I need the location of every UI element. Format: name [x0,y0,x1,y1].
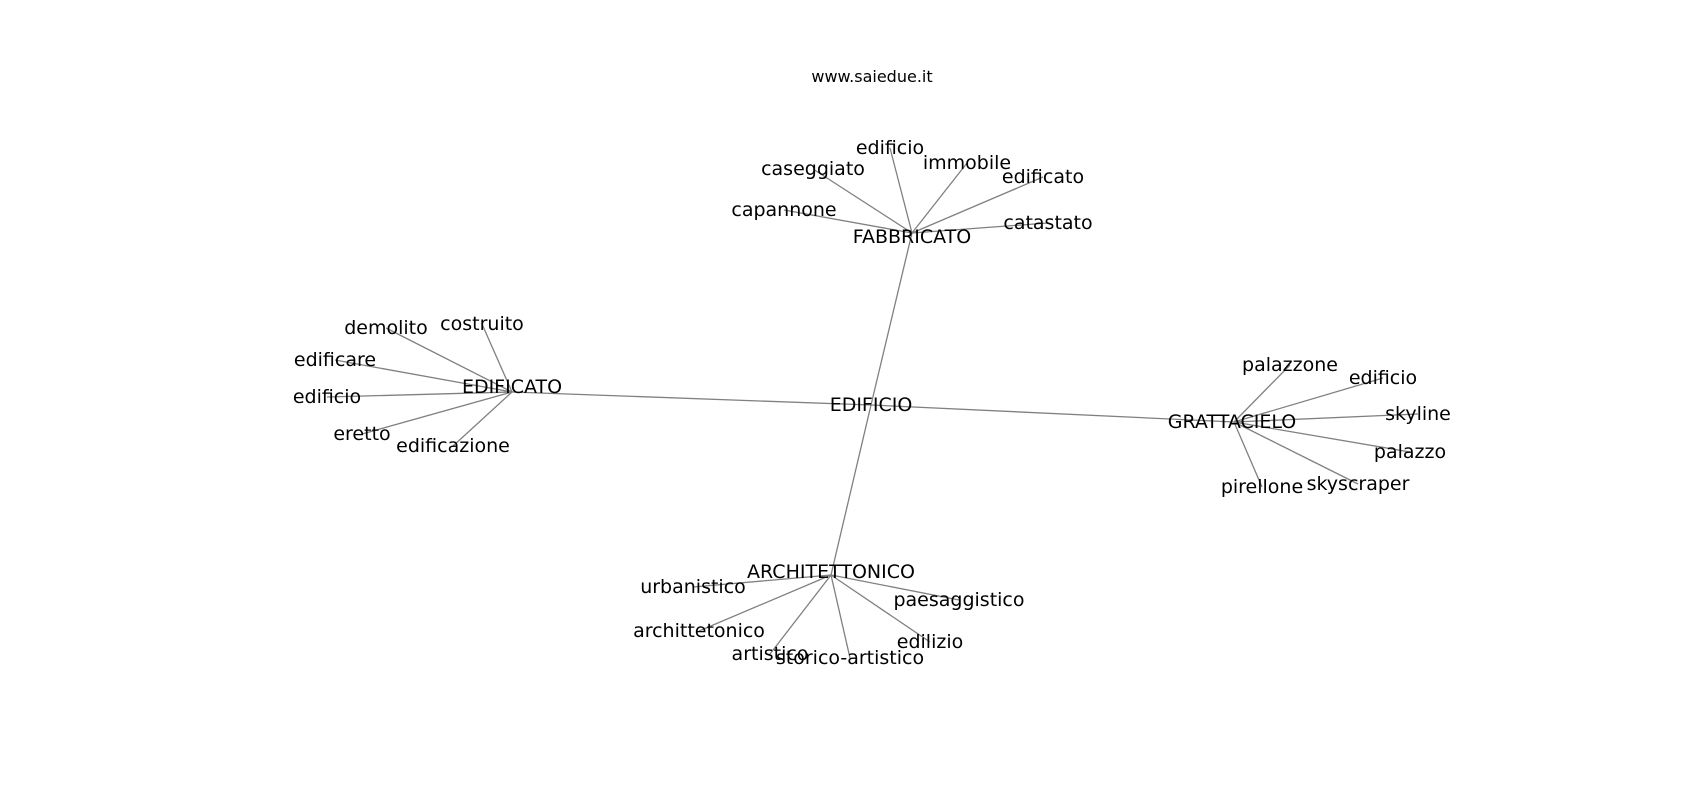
node-leaf: skyline [1385,403,1451,425]
node-leaf: edilizio [897,631,963,653]
edge-hub-leaf [911,222,1049,234]
node-leaf: edificare [294,349,376,371]
node-leaf: urbanistico [640,576,746,598]
graph-edges [326,147,1419,659]
edge-hub-leaf [1233,421,1411,453]
node-leaf: edificio [856,137,924,159]
edge-hub-leaf [326,391,513,398]
node-hub: FABBRICATO [853,226,971,248]
node-hub: EDIFICATO [462,376,562,398]
node-leaf: demolito [344,317,428,339]
node-leaf: immobile [923,152,1011,174]
node-leaf: paesaggistico [893,589,1024,611]
edge-root-hub [830,404,872,576]
edge-hub-leaf [361,391,513,435]
edge-hub-leaf [812,168,913,234]
node-hub: ARCHITETTONICO [747,561,915,583]
edge-hub-leaf [769,574,832,655]
edge-hub-leaf [1233,364,1291,423]
node-hub: GRATTACIELO [1168,411,1296,433]
edge-root-hub [870,404,1235,423]
node-leaf: skyscraper [1307,473,1410,495]
node-leaf: edificio [293,386,361,408]
edge-hub-leaf [1233,413,1419,423]
edge-hub-leaf [830,574,931,643]
node-leaf: storico-artistico [776,647,924,669]
edge-hub-leaf [698,574,832,632]
node-root: EDIFICIO [830,394,913,416]
node-leaf: edificato [1002,166,1084,188]
edge-hub-leaf [481,323,513,393]
site-caption: www.saiedue.it [811,67,932,86]
node-leaf: palazzo [1374,441,1446,463]
edge-hub-leaf [889,147,913,234]
node-leaf: archittetonico [633,620,765,642]
node-leaf: capannone [731,199,836,221]
edge-hub-leaf [783,209,913,234]
node-leaf: catastato [1003,212,1092,234]
edge-hub-leaf [830,574,960,601]
node-leaf: artistico [732,643,809,665]
edge-hub-leaf [692,574,832,588]
edge-hub-leaf [830,574,851,659]
node-leaf: edificio [1349,367,1417,389]
edge-hub-leaf [1233,421,1263,488]
edge-hub-leaf [911,162,968,234]
edge-hub-leaf [334,359,513,393]
edge-hub-leaf [452,391,513,447]
edge-root-hub [511,391,872,406]
edge-hub-leaf [1233,377,1384,423]
node-leaf: pirellone [1221,476,1303,498]
graph-labels: EDIFICIOFABBRICATOedificioimmobilecasegg… [293,137,1451,669]
node-leaf: edificazione [396,435,510,457]
edge-hub-leaf [1233,421,1359,485]
edge-hub-leaf [911,176,1044,234]
node-leaf: caseggiato [761,158,865,180]
node-leaf: costruito [440,313,524,335]
node-leaf: eretto [333,423,390,445]
node-leaf: palazzone [1242,354,1338,376]
edge-root-hub [870,232,913,406]
edge-hub-leaf [385,327,513,393]
